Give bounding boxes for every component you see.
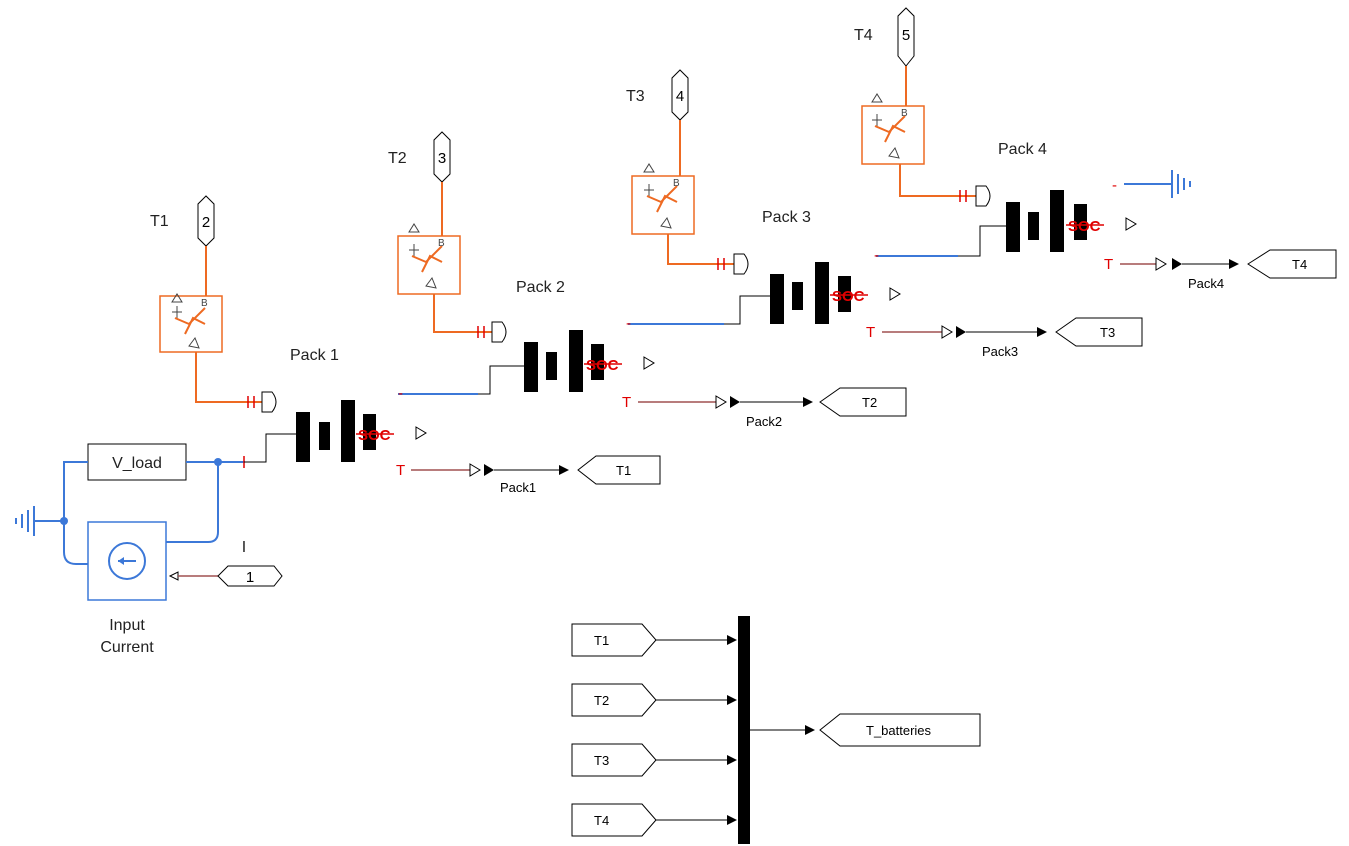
goto-t3-label: T3: [1100, 325, 1115, 340]
from-t4-block[interactable]: [571, 803, 657, 837]
port-t3-label: T3: [626, 88, 645, 105]
port-t4-label: T4: [854, 27, 873, 44]
v-load-label: V_load: [112, 455, 162, 472]
goto-t4-label: T4: [1292, 257, 1307, 272]
pack-3-minus-label: -: [874, 247, 879, 264]
goto-t1-block[interactable]: [577, 455, 661, 485]
from-t2-block[interactable]: [571, 683, 657, 717]
temperature-source-block[interactable]: B: [861, 93, 925, 165]
input-current-section: V_load Input Current I 1: [15, 443, 283, 656]
svg-text:B: B: [901, 108, 908, 119]
goto-t-batteries-block[interactable]: [819, 713, 981, 747]
pack-1-signal-label: Pack1: [500, 480, 536, 495]
inport-t4-number: 5: [902, 27, 910, 44]
pack-1-minus-label: -: [398, 385, 403, 402]
mux-section: T1 T2 T3 T4 T_batteries: [571, 616, 981, 844]
pack-1-t-label: T: [396, 462, 405, 479]
ground-icon: [15, 506, 35, 536]
pack-1-soc-label: SOC: [358, 427, 391, 444]
temperature-source-block[interactable]: B: [397, 223, 461, 295]
battery-pack-4-block[interactable]: [1006, 190, 1087, 252]
mux-block[interactable]: [738, 616, 750, 844]
from-t4-label: T4: [594, 813, 609, 828]
goto-t2-block[interactable]: [819, 387, 907, 417]
input-current-label-line1: Input: [109, 617, 145, 634]
pack-4-soc-label: SOC: [1068, 218, 1101, 235]
from-t1-block[interactable]: [571, 623, 657, 657]
port-t2-label: T2: [388, 150, 407, 167]
temperature-source-block[interactable]: B: [631, 163, 695, 235]
goto-t3-block[interactable]: [1055, 317, 1143, 347]
pack-1-name: Pack 1: [290, 347, 339, 364]
port-t1-label: T1: [150, 213, 169, 230]
battery-pack-2-block[interactable]: [524, 330, 604, 392]
from-t1-label: T1: [594, 633, 609, 648]
pack-4-minus-label: -: [1112, 177, 1117, 194]
goto-t-batteries-label: T_batteries: [866, 723, 932, 738]
inport-t3[interactable]: [671, 69, 689, 121]
from-t2-label: T2: [594, 693, 609, 708]
pack-4-group: T4 5 B Pack 4 SOC T Pack: [854, 7, 1337, 291]
thermal-port-icon: [261, 391, 277, 413]
svg-text:B: B: [201, 298, 208, 309]
electrical-wire: [222, 433, 296, 463]
pack-3-name: Pack 3: [762, 209, 811, 226]
goto-t1-label: T1: [616, 463, 631, 478]
pack-3-group: T3 4 B Pack 3 SOC T Pack: [626, 69, 1143, 359]
current-signal-label: I: [242, 539, 246, 556]
ground-icon: [1171, 170, 1191, 198]
pack-3-signal-label: Pack3: [982, 344, 1018, 359]
inport-t4[interactable]: [897, 7, 915, 67]
inport-i-block[interactable]: [217, 565, 283, 587]
pack-1-group: T1 2 B Pack 1 SOC T Pack: [150, 195, 661, 495]
pack-3-soc-label: SOC: [832, 288, 865, 305]
pack-2-t-label: T: [622, 394, 631, 411]
input-current-source-block[interactable]: [87, 521, 167, 601]
inport-t2-number: 3: [438, 150, 446, 167]
battery-pack-1-block[interactable]: [296, 400, 376, 462]
pack-2-minus-label: -: [626, 315, 631, 332]
pack-4-signal-label: Pack4: [1188, 276, 1224, 291]
inport-t2[interactable]: [433, 131, 451, 183]
svg-text:B: B: [673, 178, 680, 189]
pack-2-signal-label: Pack2: [746, 414, 782, 429]
inport-t3-number: 4: [676, 88, 684, 105]
pack-4-name: Pack 4: [998, 141, 1047, 158]
pack-2-soc-label: SOC: [586, 357, 619, 374]
pack-4-t-label: T: [1104, 256, 1113, 273]
from-t3-label: T3: [594, 753, 609, 768]
thermal-wire: [195, 352, 262, 403]
inport-i-number: 1: [246, 569, 254, 586]
from-t3-block[interactable]: [571, 743, 657, 777]
goto-t2-label: T2: [862, 395, 877, 410]
inport-t1[interactable]: [197, 195, 215, 247]
inport-t1-number: 2: [202, 214, 210, 231]
battery-pack-3-block[interactable]: [770, 262, 851, 324]
svg-text:B: B: [438, 238, 445, 249]
input-current-label-line2: Current: [100, 639, 154, 656]
pack-2-group: T2 3 B Pack 2 SOC T Pack: [388, 131, 907, 429]
pack-3-t-label: T: [866, 324, 875, 341]
temperature-source-block[interactable]: B: [159, 293, 223, 353]
goto-t4-block[interactable]: [1247, 249, 1337, 279]
pack-2-name: Pack 2: [516, 279, 565, 296]
